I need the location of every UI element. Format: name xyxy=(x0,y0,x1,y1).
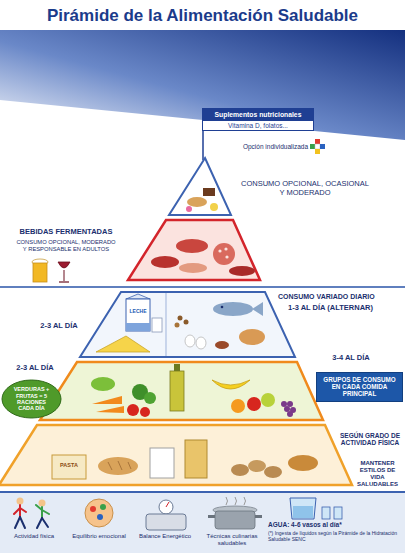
supplement-flag: Suplementos nutricionalesVitamina D, fol… xyxy=(202,108,314,131)
package-label: LECHE xyxy=(126,309,150,315)
water-note: AGUA: 4-6 vasos al día* xyxy=(268,521,402,528)
footnote: (*) Ingesta de líquidos según la Pirámid… xyxy=(268,531,402,543)
consumption-note: CONSUMO OPCIONAL, MODERADO Y RESPONSABLE… xyxy=(14,239,118,252)
node-text: GRUPOS DE CONSUMO EN CADA COMIDA PRINCIP… xyxy=(317,373,402,401)
icon-caption: Técnicas culinarias saludables xyxy=(199,533,265,547)
frequency-label: 3-4 AL DÍA xyxy=(316,354,386,363)
node-text: Suplementos nutricionales xyxy=(203,109,313,121)
consumption-note: CONSUMO OPCIONAL, OCASIONAL Y MODERADO xyxy=(240,180,370,197)
frequency-label: 2-3 AL DÍA xyxy=(28,322,90,331)
icon-caption: Balance Energético xyxy=(133,533,197,540)
portion-oval: VERDURAS + FRUTAS = 5 RACIONES CADA DÍA xyxy=(1,379,62,419)
package-label: PASTA xyxy=(52,462,86,468)
node-text: Vitamina D, folatos... xyxy=(203,121,313,130)
consumption-note: SEGÚN GRADO DE ACTIVIDAD FÍSICA xyxy=(338,432,402,447)
icon-caption: Equilibrio emocional xyxy=(67,533,131,540)
frequency-label: 1-3 AL DÍA (ALTERNAR) xyxy=(288,304,400,313)
meal-group-box: GRUPOS DE CONSUMO EN CADA COMIDA PRINCIP… xyxy=(316,372,403,402)
lifestyle-note: MANTENER ESTILOS DE VIDA SALUDABLES xyxy=(352,460,403,488)
oval-shape xyxy=(2,380,61,418)
icon-caption: Actividad física xyxy=(3,533,65,540)
consumption-note: CONSUMO VARIADO DIARIO xyxy=(278,293,402,301)
option-note: Opción individualizada xyxy=(236,143,308,150)
frequency-label: 2-3 AL DÍA xyxy=(6,364,64,373)
group-heading: BEBIDAS FERMENTADAS xyxy=(6,228,126,237)
node-text: VERDURAS + FRUTAS = 5 RACIONES CADA DÍA xyxy=(12,386,52,411)
poster-title: Pirámide de la Alimentación Saludable xyxy=(4,6,401,26)
